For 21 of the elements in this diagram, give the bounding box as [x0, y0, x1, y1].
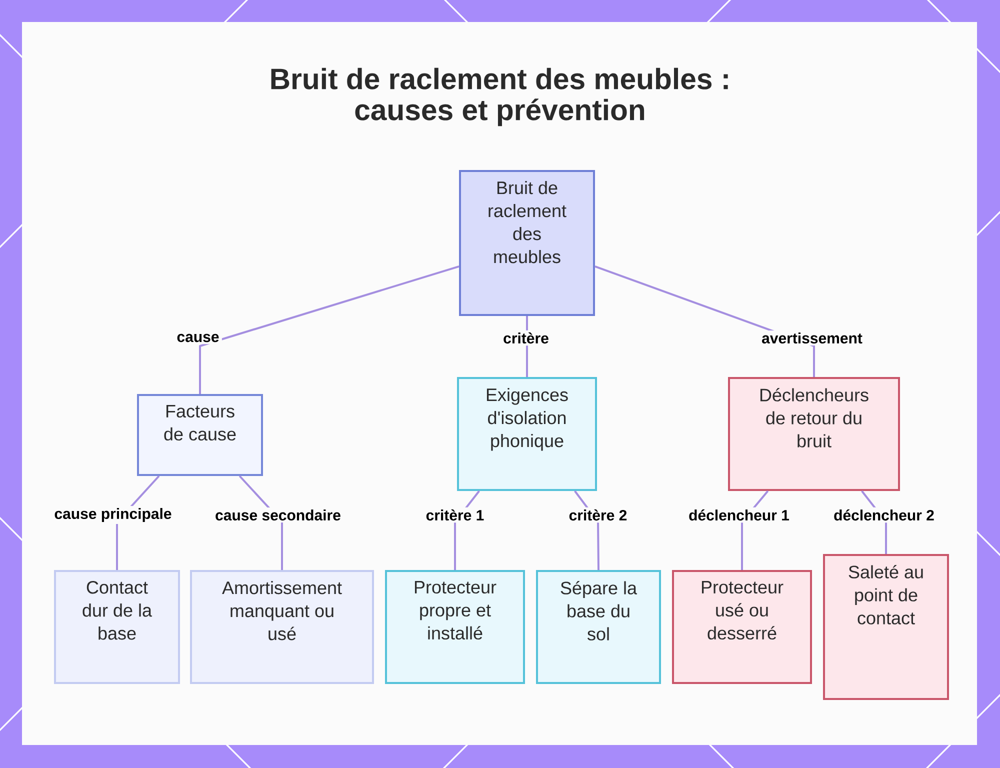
edge-label: déclencheur 1 — [686, 507, 792, 523]
item-box: Saleté au point de contact — [823, 554, 949, 700]
edge-label: critère 1 — [423, 507, 487, 523]
edge-label: critère 2 — [566, 507, 630, 523]
edge-label: cause — [174, 332, 222, 344]
item-box: Contact dur de la base — [54, 570, 180, 684]
item-box: Protecteur propre et installé — [385, 570, 525, 684]
category-box: Facteurs de cause — [137, 394, 263, 476]
item-box: Protecteur usé ou desserré — [672, 570, 812, 684]
edge-label: cause principale — [52, 506, 174, 524]
edge-label: déclencheur 2 — [830, 507, 938, 523]
edge-label: critère — [500, 330, 552, 346]
title: Bruit de raclement des meubles : causes et prévention — [271, 68, 728, 126]
edge-label: cause secondaire — [212, 508, 344, 523]
edge-label: avertissement — [758, 330, 866, 346]
topic-box: Bruit de raclement des meubles — [459, 170, 595, 316]
connector-line — [199, 265, 460, 394]
category-box: Déclencheurs de retour du bruit — [728, 377, 900, 491]
item-box: Amortissement manquant ou usé — [190, 570, 374, 684]
item-box: Sépare la base du sol — [536, 570, 661, 684]
category-box: Exigences d'isolation phonique — [457, 377, 597, 491]
